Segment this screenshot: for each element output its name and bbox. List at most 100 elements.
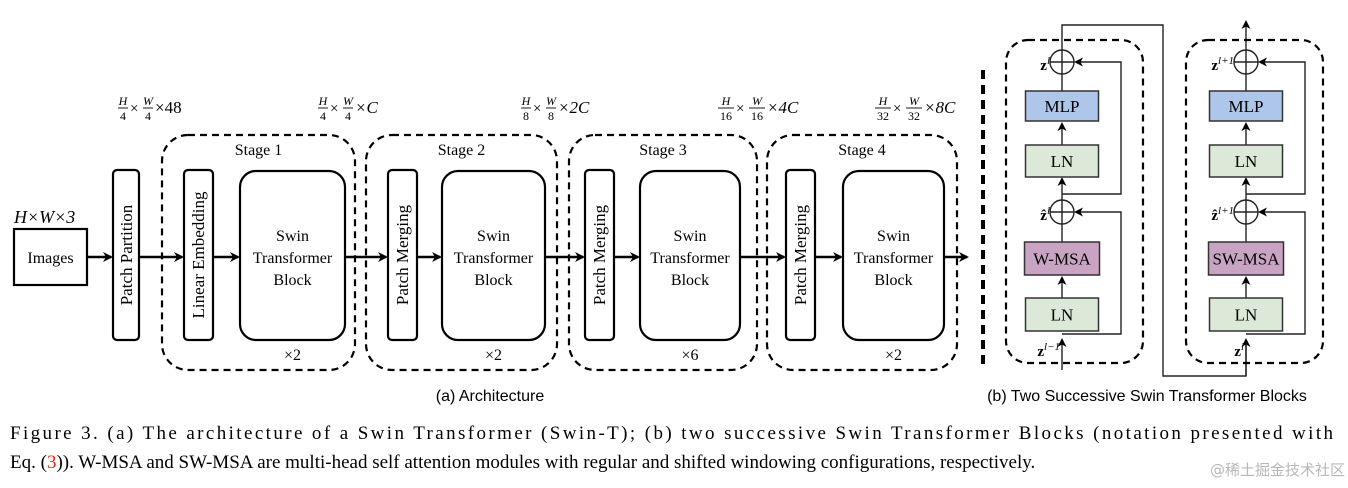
stage-label: Stage 2 <box>438 142 486 159</box>
swin-block-label: Block <box>874 272 912 289</box>
fraction-numerator: H <box>878 94 889 108</box>
dimension-label: H32×W32×8C <box>875 94 956 123</box>
layernorm-box <box>1208 144 1284 178</box>
add-operator-icon <box>1233 199 1259 225</box>
swin-block-label: Block <box>671 272 709 289</box>
layernorm-label: LN <box>1051 152 1074 171</box>
add-operator-icon <box>1233 49 1259 75</box>
fraction-denominator: 4 <box>145 109 151 123</box>
mlp-box <box>1208 90 1284 122</box>
input-variable-label: zl−1 <box>1037 341 1060 360</box>
dimension-label: H4×W4×C <box>318 94 379 123</box>
linear-embedding-box <box>182 168 215 342</box>
swin-transformer-block <box>238 169 347 342</box>
caption-eq-prefix: Eq. ( <box>10 452 47 473</box>
swin-block-label: Swin <box>276 228 309 245</box>
swin-block-label: Transformer <box>454 250 534 267</box>
dimension-tail: ×48 <box>155 98 182 117</box>
times-sign: × <box>736 101 744 117</box>
dimension-label: H4×W4×48 <box>118 94 182 123</box>
blocks-caption: (b) Two Successive Swin Transformer Bloc… <box>987 388 1307 405</box>
layernorm-label: LN <box>1235 306 1258 325</box>
output-variable-label: zl+1 <box>1211 55 1234 74</box>
stage-2: Stage 2 Patch Merging SwinTransformerBlock… <box>364 133 585 372</box>
figure-caption-line-2: Eq. (3)). W-MSA and SW-MSA are multi-hea… <box>10 452 1035 473</box>
variable: z <box>1211 58 1218 74</box>
swin-block-label: Block <box>474 272 512 289</box>
fraction-denominator: 32 <box>877 109 889 123</box>
superscript: l <box>1241 341 1244 353</box>
stage-label: Stage 3 <box>639 142 687 159</box>
block-dashed-border <box>1184 38 1325 365</box>
msa-label: W-MSA <box>1033 250 1091 269</box>
superscript: l <box>1047 55 1050 67</box>
swin-transformer-block <box>841 169 946 342</box>
superscript: l+1 <box>1218 205 1234 217</box>
stage-dashed-border <box>160 133 357 372</box>
fraction-denominator: 16 <box>751 109 763 123</box>
images-box <box>12 227 89 287</box>
dimension-label: H16×W16×4C <box>718 94 799 123</box>
fraction-denominator: 4 <box>345 109 351 123</box>
input-variable-label: zl <box>1234 341 1244 360</box>
layernorm-label: LN <box>1235 152 1258 171</box>
stage-dashed-border <box>567 133 759 372</box>
variable: z <box>1040 58 1047 74</box>
msa-label: SW-MSA <box>1212 250 1280 269</box>
repeat-count: ×2 <box>885 347 902 364</box>
swin-block-label: Transformer <box>650 250 730 267</box>
swin-transformer-block <box>638 169 742 342</box>
layernorm-box <box>1024 297 1100 332</box>
stage-label: Stage 1 <box>235 142 283 159</box>
intermediate-variable-label: ẑl <box>1040 205 1050 224</box>
mlp-label: MLP <box>1229 97 1264 116</box>
variable: z <box>1037 344 1044 360</box>
patch-partition-label: Patch Partition <box>117 204 136 305</box>
patch-merging-box <box>386 168 419 342</box>
mlp-label: MLP <box>1045 97 1080 116</box>
patch-merging-label: Patch Merging <box>791 204 810 305</box>
residual-connection <box>1062 207 1122 335</box>
patch-merging-label: Patch Merging <box>393 204 412 305</box>
swin-block-label: Swin <box>477 228 510 245</box>
figure-caption-line-1: Figure 3. (a) The architecture of a Swin… <box>10 423 1334 444</box>
architecture-caption: (a) Architecture <box>436 388 545 405</box>
dimension-tail: ×8C <box>924 98 956 117</box>
superscript: l+1 <box>1218 55 1234 67</box>
watermark: @稀土掘金技术社区 <box>1210 461 1345 479</box>
swin-block-label: Transformer <box>854 250 934 267</box>
dimension-label: H8×W8×2C <box>521 94 590 123</box>
times-sign: × <box>130 101 138 117</box>
fraction-denominator: 16 <box>720 109 732 123</box>
fraction-numerator: H <box>318 94 329 108</box>
times-sign: × <box>533 101 541 117</box>
stage-4: Stage 4 Patch Merging SwinTransformerBlock… <box>765 133 969 372</box>
fraction-denominator: 4 <box>320 109 326 123</box>
patch-merging-box <box>784 168 817 342</box>
swin-block-label: Swin <box>877 228 910 245</box>
fraction-numerator: W <box>343 94 354 108</box>
fraction-numerator: W <box>752 94 763 108</box>
msa-box <box>1207 241 1285 276</box>
equation-reference-link[interactable]: 3 <box>47 452 57 473</box>
layernorm-box <box>1208 297 1284 332</box>
msa-box <box>1023 241 1101 276</box>
fraction-numerator: H <box>118 94 129 108</box>
fraction-numerator: W <box>143 94 154 108</box>
stage-label: Stage 4 <box>838 142 886 159</box>
layernorm-label: LN <box>1051 306 1074 325</box>
add-operator-icon <box>1049 199 1075 225</box>
swin-block-label: Swin <box>674 228 707 245</box>
variable: z <box>1234 344 1241 360</box>
times-sign: × <box>330 101 338 117</box>
stage-dashed-border <box>364 133 559 372</box>
